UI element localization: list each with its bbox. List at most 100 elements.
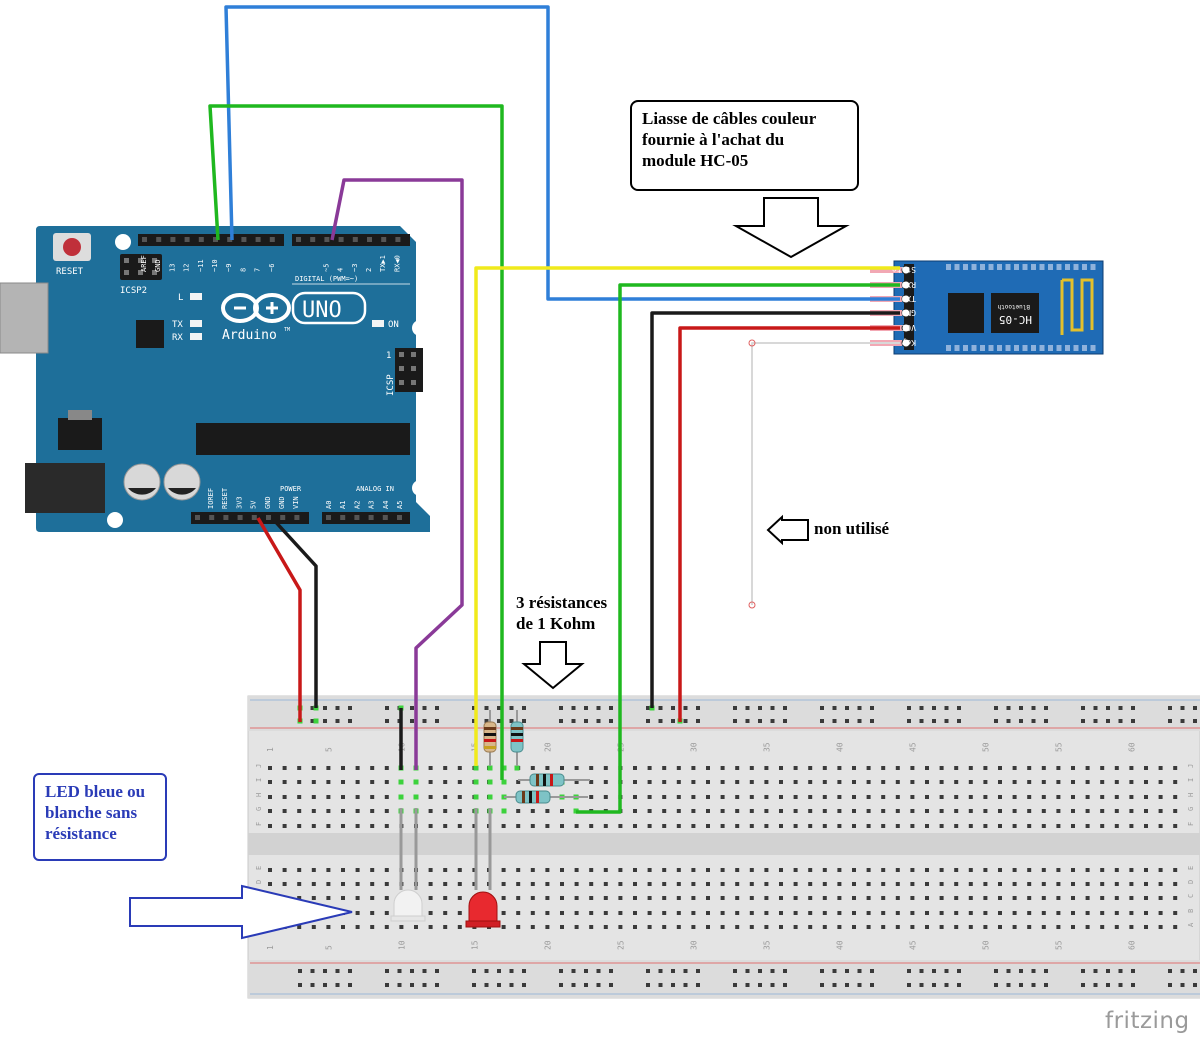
breadboard-hole — [1144, 882, 1148, 886]
rail-hole — [1031, 969, 1036, 973]
breadboard-hole — [1071, 809, 1075, 813]
header-pin — [251, 515, 257, 520]
rail-hole — [522, 719, 526, 723]
breadboard-hole — [560, 809, 564, 813]
header-pin — [324, 237, 330, 242]
rail-hole — [335, 969, 340, 973]
breadboard-hole — [925, 882, 929, 886]
hc05-pad — [963, 264, 968, 270]
breadboard-hole — [428, 882, 433, 886]
breadboard-column-number: 35 — [762, 742, 771, 752]
breadboard-row-letter: J — [1187, 764, 1195, 768]
power-pin-label: VIN — [292, 496, 300, 509]
breadboard-hole — [881, 868, 886, 872]
rail-hole — [397, 983, 402, 987]
breadboard-hole — [968, 882, 973, 886]
breadboard-hole — [1100, 809, 1105, 813]
breadboard-hole — [560, 882, 564, 886]
icsp-pin — [399, 366, 404, 371]
header-pins — [124, 237, 416, 520]
hc05-pad — [1031, 345, 1036, 351]
breadboard-hole — [530, 882, 535, 886]
breadboard-column-number: 45 — [908, 940, 917, 950]
breadboard-hole — [720, 809, 725, 813]
header-pin — [209, 515, 215, 520]
rail-hole — [845, 719, 849, 723]
breadboard-hole — [691, 795, 696, 799]
breadboard-hole — [1144, 925, 1148, 929]
breadboard-hole — [691, 911, 696, 915]
header-pin — [237, 515, 243, 520]
breadboard-hole — [341, 824, 345, 828]
rail-hole — [770, 706, 775, 710]
hc05-pad — [1082, 345, 1087, 351]
header-pin — [352, 237, 358, 242]
digital-pin-label: ~5 — [322, 264, 330, 272]
rail-hole — [1106, 706, 1110, 710]
breadboard-row-letter: G — [255, 807, 263, 811]
breadboard-hole — [633, 809, 637, 813]
breadboard-hole — [1144, 795, 1148, 799]
breadboard-row-letter: I — [1187, 778, 1195, 782]
harness-note-line: fournie à l'achat du — [642, 130, 785, 149]
rail-hole — [745, 983, 750, 987]
breadboard-hole — [910, 809, 915, 813]
rail-hole — [845, 983, 849, 987]
header-pin — [294, 515, 300, 520]
rail-hole — [335, 719, 340, 723]
breadboard-hole — [603, 882, 608, 886]
breadboard-hole — [895, 809, 900, 813]
rail-hole — [1093, 969, 1098, 973]
breadboard-hole — [691, 868, 696, 872]
rail-hole — [1168, 969, 1172, 973]
breadboard-hole — [1114, 882, 1119, 886]
rail-hole — [658, 983, 663, 987]
breadboard-hole — [779, 809, 783, 813]
hc05-edge-pads — [946, 264, 1096, 351]
breadboard-column-number: 35 — [762, 940, 771, 950]
breadboard-hole — [443, 868, 448, 872]
hc05-pad — [946, 345, 951, 351]
breadboard-hole — [355, 795, 360, 799]
breadboard-row-letter: D — [1187, 880, 1195, 884]
rail-hole — [422, 983, 427, 987]
led-rx-label: RX — [172, 333, 183, 343]
breadboard-hole — [1041, 795, 1046, 799]
rail-hole — [1168, 983, 1172, 987]
rail-hole — [410, 983, 414, 987]
header-pin — [326, 515, 331, 520]
breadboard-hole — [355, 824, 360, 828]
breadboard-hole — [589, 911, 594, 915]
breadboard-hole — [443, 925, 448, 929]
breadboard-hole — [501, 896, 506, 900]
rail-hole — [609, 983, 613, 987]
breadboard-hole — [443, 911, 448, 915]
breadboard-hole — [589, 766, 594, 770]
breadboard-hole — [954, 925, 959, 929]
rail-hole — [733, 706, 737, 710]
breadboard-hole — [910, 896, 915, 900]
power-pin-label: 3V3 — [235, 496, 243, 509]
hc05-pad — [997, 264, 1002, 270]
breadboard-hole — [720, 780, 725, 784]
breadboard-hole — [1071, 766, 1075, 770]
breadboard-hole — [1158, 809, 1163, 813]
rail-hole — [832, 706, 837, 710]
breadboard-hole — [618, 868, 623, 872]
breadboard-hole — [837, 868, 842, 872]
breadboard-hole — [1071, 911, 1075, 915]
breadboard-hole — [735, 809, 740, 813]
breadboard-hole — [910, 795, 915, 799]
breadboard-hole — [1085, 766, 1090, 770]
breadboard-hole — [866, 911, 871, 915]
header-pin — [223, 515, 229, 520]
rail-hole — [422, 719, 427, 723]
breadboard-hole — [311, 780, 316, 784]
breadboard-hole — [998, 766, 1002, 770]
rail-hole — [497, 719, 501, 723]
breadboard-hole — [297, 882, 302, 886]
power-pin-label: GND — [264, 496, 272, 509]
breadboard-row-letter: D — [255, 880, 263, 884]
breadboard-hole — [939, 795, 944, 799]
breadboard-hole — [1027, 925, 1032, 929]
